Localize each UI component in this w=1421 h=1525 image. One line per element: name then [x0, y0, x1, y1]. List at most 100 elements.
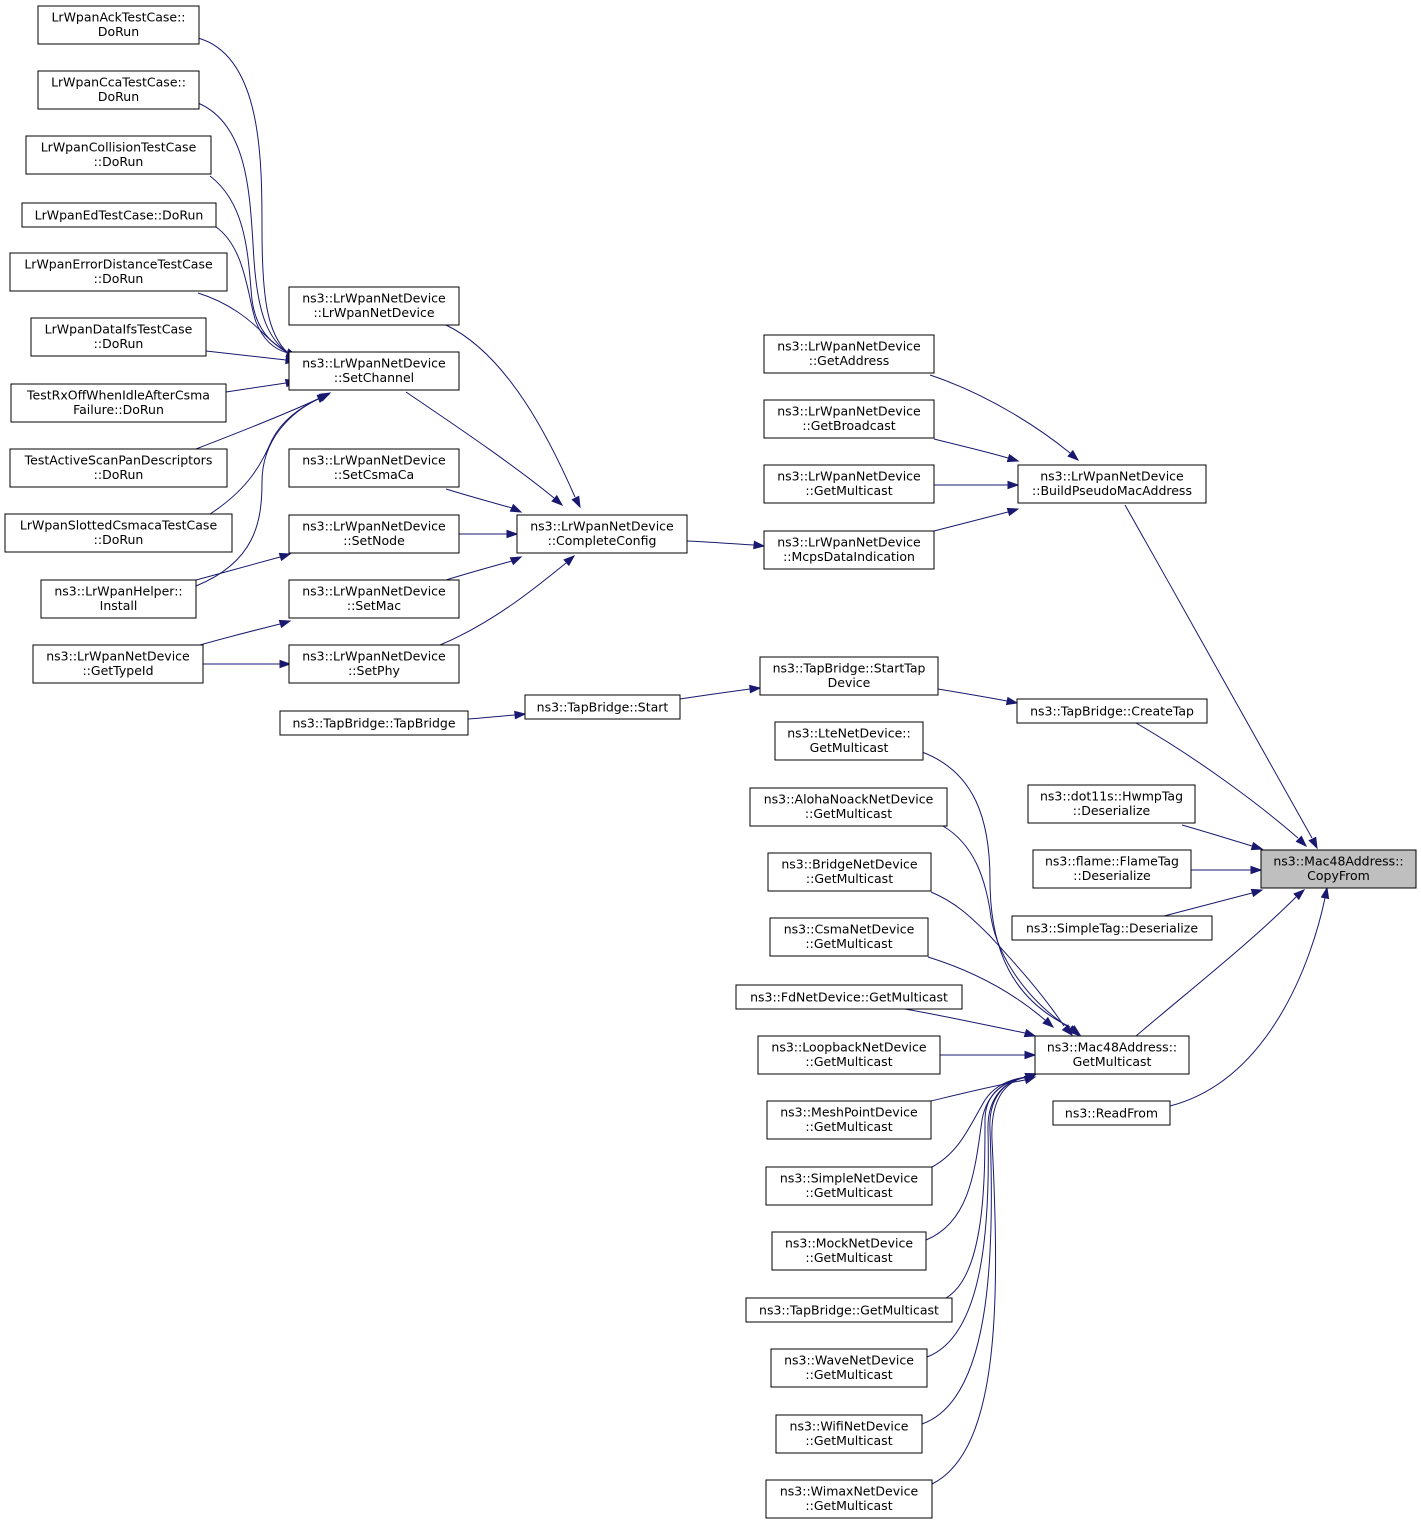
node-box: [37, 5, 200, 45]
node-label: ns3::BridgeNetDevice: [781, 857, 918, 872]
node-box: [279, 710, 469, 736]
node-fdgetmc[interactable]: ns3::FdNetDevice::GetMulticast: [735, 984, 963, 1010]
edge-line: [904, 1008, 1026, 1034]
node-label: ns3::FdNetDevice::GetMulticast: [750, 990, 948, 1005]
node-label: ::LrWpanNetDevice: [313, 305, 434, 320]
node-createtap[interactable]: ns3::TapBridge::CreateTap: [1016, 698, 1208, 724]
edge-mac48getmc-to-copyfrom: [1135, 889, 1306, 1037]
node-box: [759, 656, 939, 696]
arrowhead: [571, 495, 581, 509]
node-label: LrWpanAckTestCase::: [51, 10, 185, 25]
node-gettypeid[interactable]: ns3::LrWpanNetDevice::GetTypeId: [32, 644, 204, 684]
node-mcpsdata[interactable]: ns3::LrWpanNetDevice::McpsDataIndication: [763, 530, 935, 570]
node-label: ::SetChannel: [334, 370, 414, 385]
node-label: ::GetMulticast: [805, 1185, 892, 1200]
arrowhead: [506, 529, 519, 539]
node-label: TestActiveScanPanDescriptors: [24, 453, 213, 468]
edge-line: [686, 540, 755, 546]
edge-line: [445, 324, 576, 498]
edge-eddorun-to-setchannel: [215, 226, 299, 357]
node-copyfrom[interactable]: ns3::Mac48Address::CopyFrom: [1260, 849, 1417, 889]
node-wavegetmc[interactable]: ns3::WaveNetDevice::GetMulticast: [770, 1348, 928, 1388]
arrowhead: [563, 555, 576, 567]
edge-line: [195, 397, 321, 587]
node-colldorun[interactable]: LrWpanCollisionTestCase::DoRun: [25, 135, 212, 175]
edge-hwmpdeser-to-copyfrom: [1181, 824, 1264, 851]
node-slotteddorun[interactable]: LrWpanSlottedCsmacaTestCase::DoRun: [4, 513, 233, 553]
node-label: TestRxOffWhenIdleAfterCsma: [26, 388, 210, 403]
node-label: LrWpanErrorDistanceTestCase: [24, 257, 213, 272]
node-readfrom[interactable]: ns3::ReadFrom: [1052, 1100, 1171, 1126]
node-csmagetmc[interactable]: ns3::CsmaNetDevice::GetMulticast: [769, 917, 929, 957]
node-setmac[interactable]: ns3::LrWpanNetDevice::SetMac: [288, 579, 460, 619]
node-ackdorun[interactable]: LrWpanAckTestCase::DoRun: [37, 5, 200, 45]
node-completeconfig[interactable]: ns3::LrWpanNetDevice::CompleteConfig: [516, 514, 688, 554]
node-tapgetmc[interactable]: ns3::TapBridge::GetMulticast: [745, 1297, 953, 1323]
node-label: ::GetBroadcast: [802, 418, 895, 433]
edge-line: [921, 1076, 1028, 1425]
node-alohagetmc[interactable]: ns3::AlohaNoackNetDevice::GetMulticast: [749, 787, 948, 827]
node-box: [288, 514, 460, 554]
node-ifsdorun[interactable]: LrWpanDataIfsTestCase::DoRun: [30, 317, 207, 357]
node-mac48getmc[interactable]: ns3::Mac48Address::GetMulticast: [1034, 1035, 1190, 1075]
node-box: [288, 579, 460, 619]
edge-line: [467, 714, 516, 720]
node-buildpseudo[interactable]: ns3::LrWpanNetDevice::BuildPseudoMacAddr…: [1017, 464, 1207, 504]
node-label: ns3::LrWpanNetDevice: [777, 469, 921, 484]
node-loopgetmc[interactable]: ns3::LoopbackNetDevice::GetMulticast: [757, 1035, 941, 1075]
node-wimaxgetmc[interactable]: ns3::WimaxNetDevice::GetMulticast: [765, 1479, 933, 1519]
node-ccadorun[interactable]: LrWpanCcaTestCase::DoRun: [37, 70, 200, 110]
node-setcsmaca[interactable]: ns3::LrWpanNetDevice::SetCsmaCa: [288, 448, 460, 488]
edge-line: [927, 956, 1046, 1021]
node-lrwpangetmc[interactable]: ns3::LrWpanNetDevice::GetMulticast: [763, 464, 935, 504]
node-tapstart[interactable]: ns3::TapBridge::Start: [524, 694, 681, 720]
node-setphy[interactable]: ns3::LrWpanNetDevice::SetPhy: [288, 644, 460, 684]
node-getaddress[interactable]: ns3::LrWpanNetDevice::GetAddress: [763, 334, 935, 374]
edge-line: [195, 556, 281, 581]
arrowhead: [1320, 886, 1330, 900]
node-hwmpdeser[interactable]: ns3::dot11s::HwmpTag::Deserialize: [1027, 784, 1196, 824]
node-simpletagdeser[interactable]: ns3::SimpleTag::Deserialize: [1011, 915, 1213, 941]
node-box: [774, 721, 924, 761]
node-label: GetMulticast: [810, 740, 889, 755]
node-setchannel[interactable]: ns3::LrWpanNetDevice::SetChannel: [288, 351, 460, 391]
edge-line: [930, 1079, 1026, 1102]
node-getbroadcast[interactable]: ns3::LrWpanNetDevice::GetBroadcast: [763, 399, 935, 439]
node-box: [4, 513, 233, 553]
node-simplegetmc[interactable]: ns3::SimpleNetDevice::GetMulticast: [765, 1166, 933, 1206]
node-meshgetmc[interactable]: ns3::MeshPointDevice::GetMulticast: [766, 1100, 932, 1140]
edges-layer: [195, 37, 1330, 1485]
node-tapctor[interactable]: ns3::TapBridge::TapBridge: [279, 710, 469, 736]
node-ctor[interactable]: ns3::LrWpanNetDevice::LrWpanNetDevice: [288, 286, 460, 326]
node-box: [766, 1100, 932, 1140]
node-box: [775, 1414, 923, 1454]
node-label: ns3::LrWpanNetDevice: [302, 453, 446, 468]
node-activescan[interactable]: TestActiveScanPanDescriptors::DoRun: [9, 448, 228, 488]
node-box: [1034, 1035, 1190, 1075]
node-label: ::BuildPseudoMacAddress: [1032, 483, 1192, 498]
node-eddorun[interactable]: LrWpanEdTestCase::DoRun: [21, 202, 217, 228]
edge-line: [205, 350, 287, 361]
edge-wifigetmc-to-mac48getmc: [921, 1073, 1038, 1425]
edge-setphy-to-completeconfig: [439, 555, 576, 646]
node-label: ns3::dot11s::HwmpTag: [1040, 789, 1183, 804]
node-mockgetmc[interactable]: ns3::MockNetDevice::GetMulticast: [771, 1231, 927, 1271]
arrowhead: [551, 494, 564, 506]
node-label: ::GetMulticast: [805, 1498, 892, 1513]
node-label: ::GetMulticast: [805, 1433, 892, 1448]
node-bridgegetmc[interactable]: ns3::BridgeNetDevice::GetMulticast: [767, 852, 932, 892]
node-box: [25, 135, 212, 175]
edge-meshgetmc-to-mac48getmc: [930, 1075, 1037, 1102]
node-flamedeser[interactable]: ns3::flame::FlameTag::Deserialize: [1032, 849, 1192, 889]
node-setnode[interactable]: ns3::LrWpanNetDevice::SetNode: [288, 514, 460, 554]
node-helperinstall[interactable]: ns3::LrWpanHelper::Install: [40, 579, 197, 619]
node-label: ::GetMulticast: [805, 483, 892, 498]
edge-mcpsdata-to-buildpseudo: [933, 507, 1020, 532]
node-ltegetmc[interactable]: ns3::LteNetDevice::GetMulticast: [774, 721, 924, 761]
node-errdorun[interactable]: LrWpanErrorDistanceTestCase::DoRun: [9, 252, 228, 292]
node-wifigetmc[interactable]: ns3::WifiNetDevice::GetMulticast: [775, 1414, 923, 1454]
arrowhead: [1308, 836, 1318, 850]
